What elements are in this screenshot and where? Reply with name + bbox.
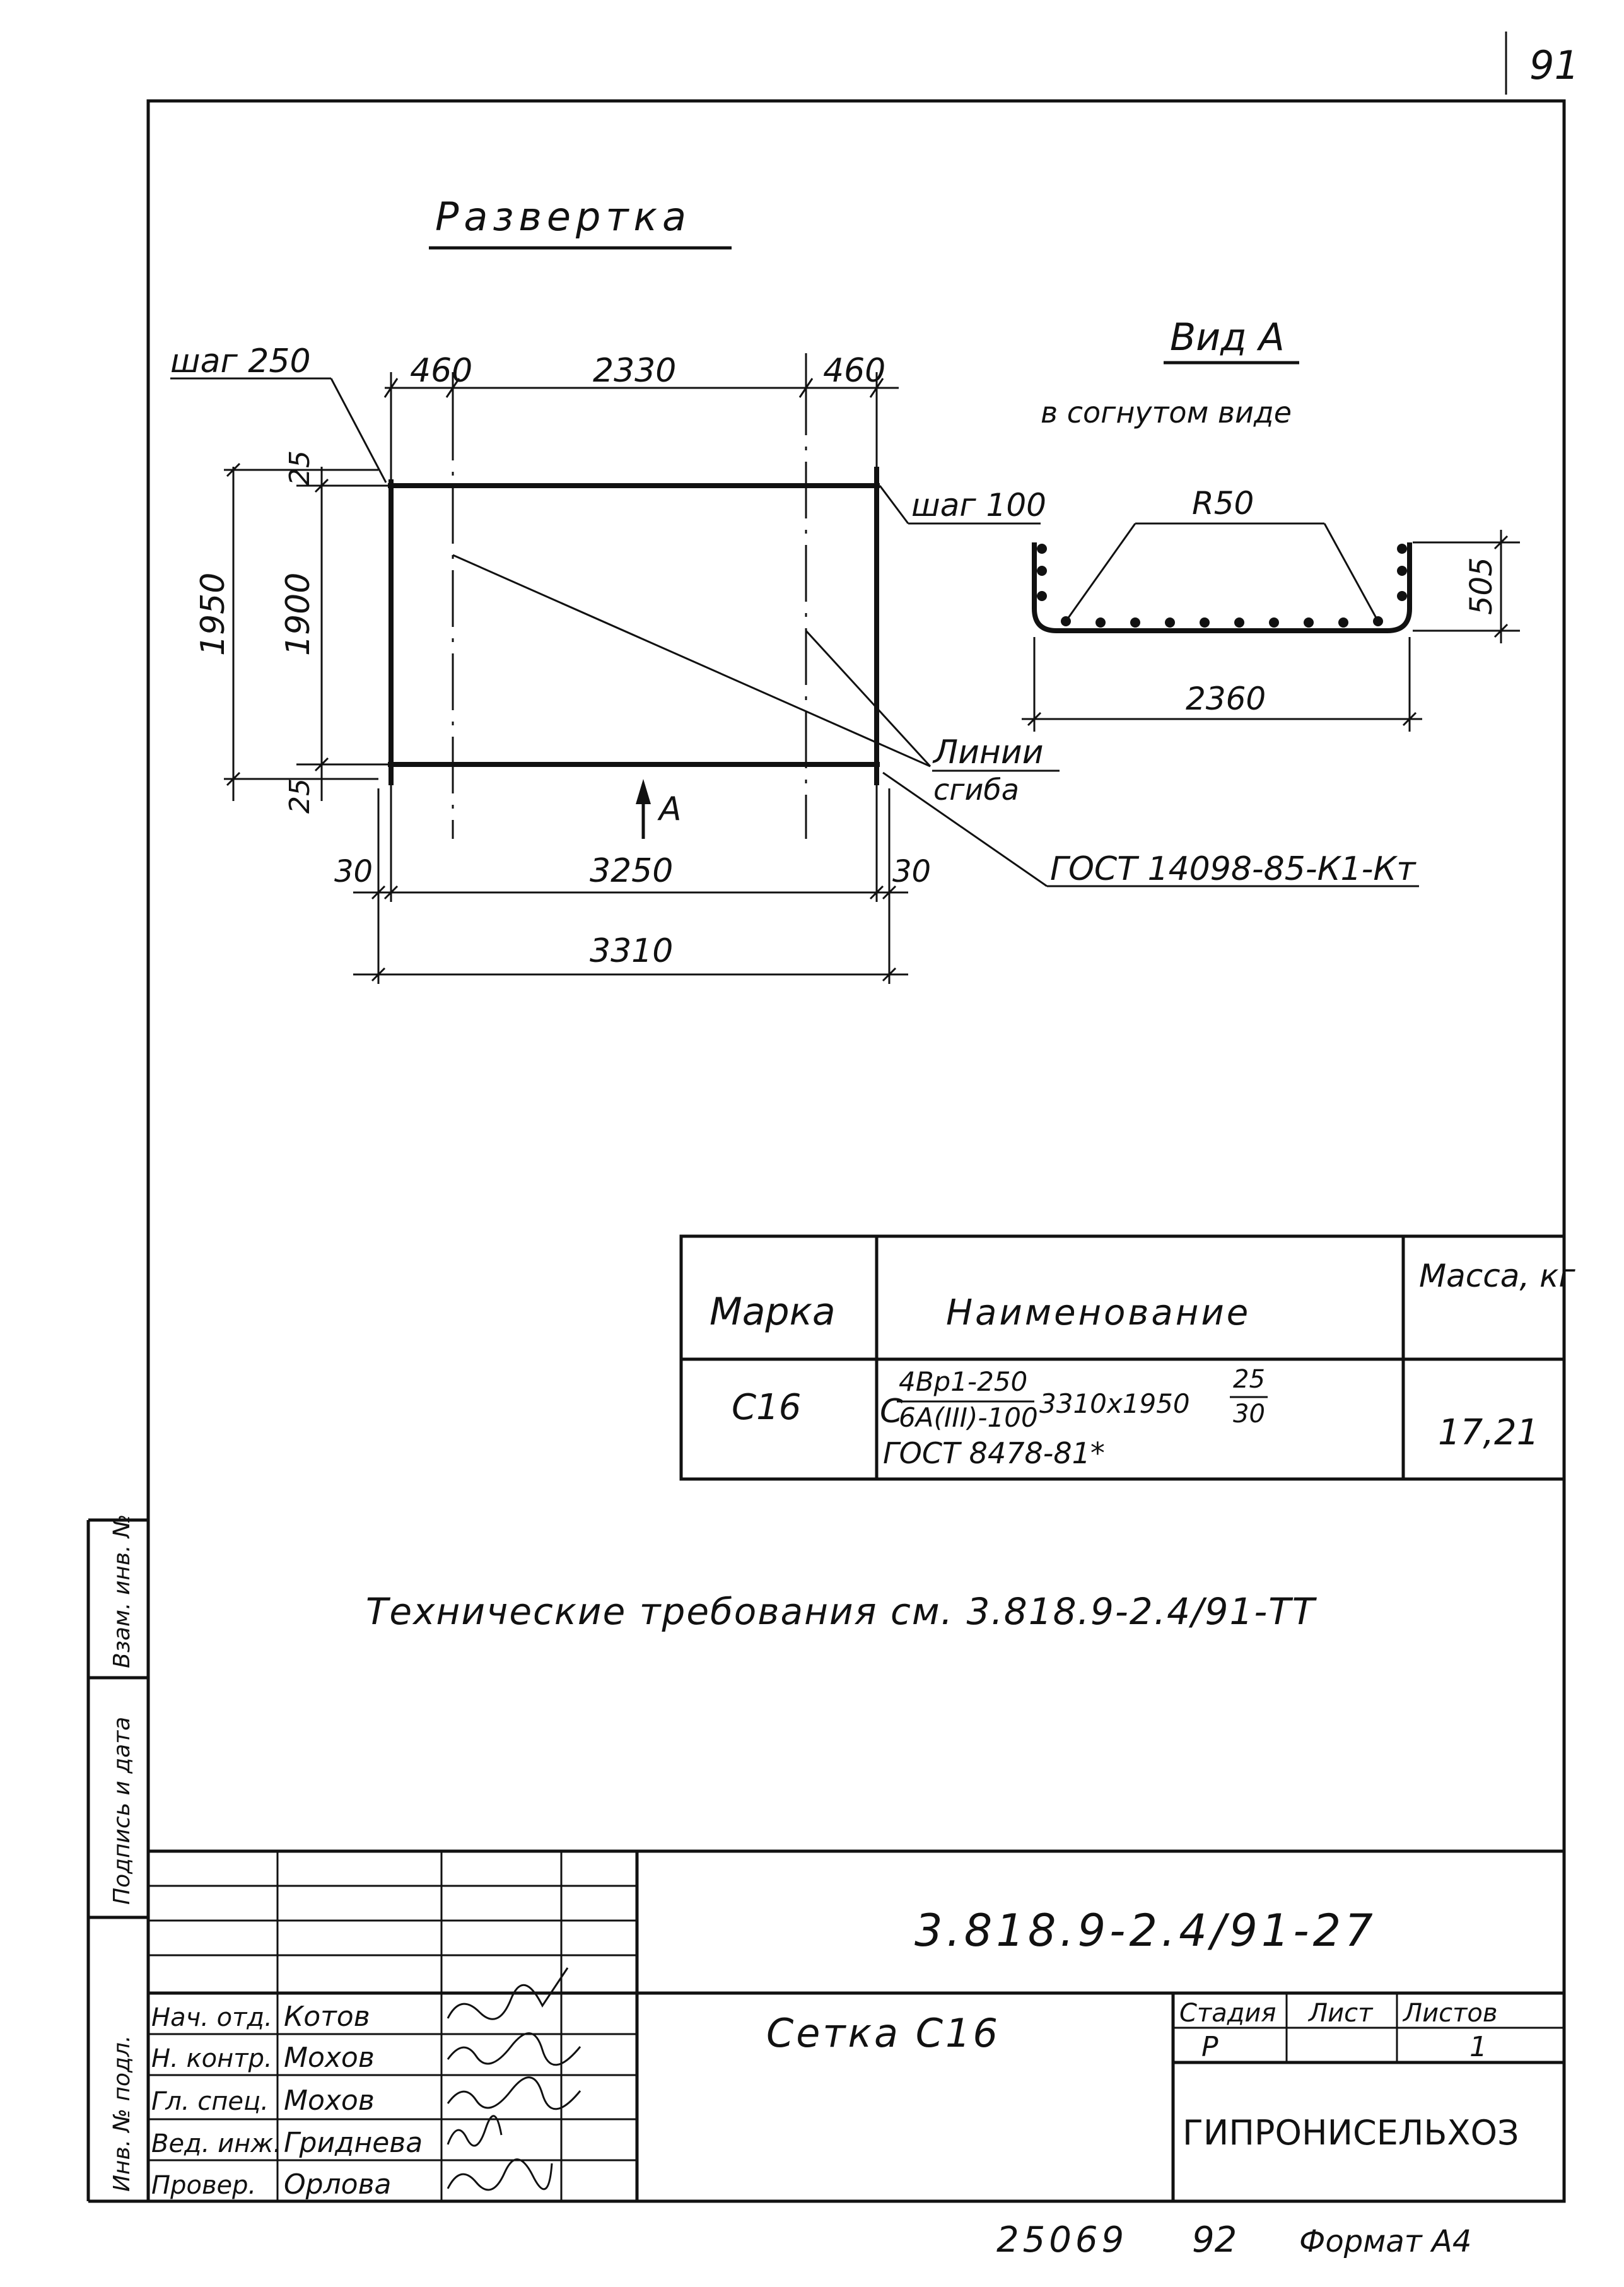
sheets-label: Листов — [1402, 1999, 1497, 2028]
bottom-dimensions: 30 30 3250 3310 — [334, 785, 931, 984]
role-3: Гл. спец. — [151, 2087, 269, 2116]
role-1: Нач. отд. — [151, 2003, 272, 2032]
view-arrow-label: А — [657, 790, 682, 828]
page-number: 91 — [1529, 42, 1579, 88]
dim-bottom-30-right: 30 — [892, 854, 931, 889]
spec-header-mark: Марка — [710, 1290, 836, 1334]
spec-mass: 17,21 — [1438, 1412, 1539, 1453]
role-2: Н. контр. — [151, 2044, 272, 2073]
signature-1 — [447, 1967, 569, 2020]
view-a-width: 2360 — [1186, 681, 1266, 717]
role-5: Провер. — [151, 2171, 256, 2200]
footer-format: Формат А4 — [1299, 2224, 1471, 2259]
gost-weld-label: ГОСТ 14098-85-К1-Кт — [1050, 850, 1417, 888]
name-4: Гриднева — [284, 2127, 423, 2159]
spec-frac-bottom: 30 — [1233, 1400, 1265, 1429]
sheet-frame — [146, 99, 1566, 2203]
dim-top-middle: 2330 — [593, 352, 676, 390]
spec-num-bottom: 6А(III)-100 — [899, 1402, 1038, 1433]
signature-4 — [447, 2115, 503, 2147]
drawing-title: Развертка — [435, 194, 691, 240]
dim-bottom-3310: 3310 — [590, 932, 673, 970]
sheet-label: Лист — [1307, 1999, 1374, 2028]
name-1: Котов — [284, 2001, 370, 2033]
stage-label: Стадия — [1179, 1999, 1276, 2028]
stage-value: Р — [1201, 2031, 1218, 2063]
left-dimensions: 1950 1900 25 25 — [194, 450, 416, 814]
step-250-label: шаг 250 — [170, 342, 311, 380]
tech-requirements: Технические требования см. 3.818.9-2.4/9… — [366, 1590, 1317, 1633]
spec-size: 3310х1950 — [1039, 1388, 1190, 1419]
spec-num-top: 4Вр1-250 — [899, 1366, 1027, 1397]
doc-name: Сетка С16 — [766, 2010, 1000, 2056]
bend-lines-label: Линии — [932, 734, 1043, 771]
name-2: Мохов — [284, 2042, 375, 2074]
signature-5 — [447, 2158, 553, 2191]
view-a-section: R50 505 2360 — [1022, 485, 1520, 732]
doc-code: 3.818.9-2.4/91-27 — [914, 1905, 1377, 1957]
title-block: 3.818.9-2.4/91-27 Сетка С16 Стадия Лист … — [148, 1849, 1564, 2201]
dim-top-right: 460 — [823, 352, 885, 390]
view-a-radius: R50 — [1192, 485, 1254, 522]
view-a-subtitle: в согнутом виде — [1041, 395, 1292, 430]
spec-frac-top: 25 — [1233, 1365, 1265, 1394]
signature-2 — [447, 2032, 581, 2066]
stamp-signature-date: Подпись и дата — [109, 1717, 135, 1905]
footer-num: 92 — [1192, 2220, 1237, 2261]
spec-header-name: Наименование — [946, 1292, 1251, 1333]
step-100-label: шаг 100 — [911, 487, 1046, 523]
mesh-outline — [388, 378, 880, 839]
spec-mark: С16 — [732, 1387, 801, 1428]
dim-top-left: 460 — [410, 352, 472, 390]
spec-gost: ГОСТ 8478-81* — [883, 1436, 1105, 1470]
sheets-value: 1 — [1469, 2031, 1487, 2063]
dim-left-1950: 1950 — [194, 573, 232, 656]
role-4: Вед. инж. — [151, 2129, 281, 2158]
stamp-inv-podl: Инв. № подл. — [109, 2035, 135, 2192]
bend-lines-label-2: сгиба — [933, 773, 1019, 807]
stamp-vzam-inv: Взам. инв. № — [109, 1514, 135, 1668]
dim-left-25-top: 25 — [284, 450, 316, 486]
view-a-height: 505 — [1464, 557, 1499, 615]
name-3: Мохов — [284, 2085, 375, 2117]
dim-bottom-3250: 3250 — [590, 852, 673, 890]
spec-header-mass: Масса, кг — [1419, 1258, 1575, 1294]
signature-3 — [447, 2076, 581, 2110]
spec-table: Марка Наименование Масса, кг С16 С 4Вр1-… — [679, 1234, 1575, 1481]
org-name: ГИПРОНИСЕЛЬХОЗ — [1183, 2113, 1519, 2153]
spec-prefix: С — [880, 1393, 903, 1430]
dim-left-25-bottom: 25 — [284, 778, 316, 814]
footer-inv: 25069 — [996, 2220, 1128, 2261]
name-5: Орлова — [284, 2168, 392, 2201]
dim-left-1900: 1900 — [279, 573, 317, 656]
view-a-title: Вид А — [1170, 315, 1285, 360]
top-dimensions: 460 2330 460 — [383, 352, 899, 479]
dim-bottom-30-left: 30 — [334, 854, 373, 889]
